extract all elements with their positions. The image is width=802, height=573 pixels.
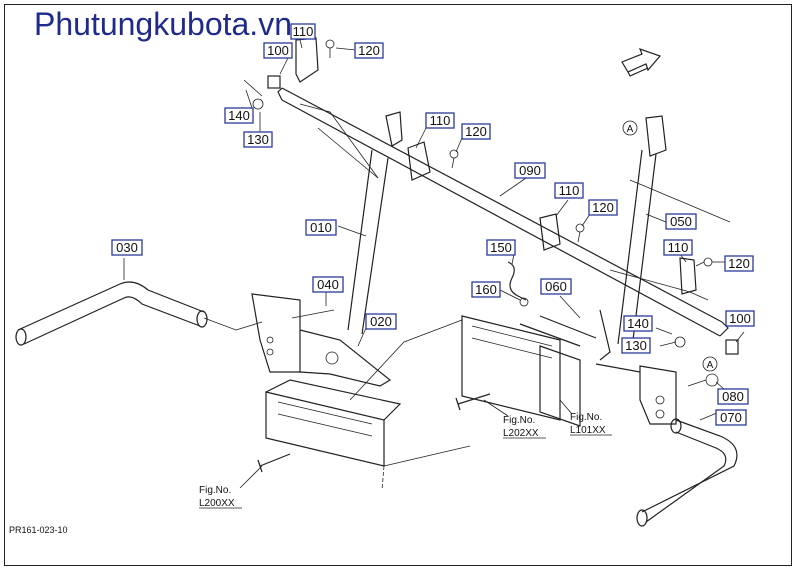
callout-130: 130 <box>243 131 273 148</box>
left-mount-plate <box>251 293 392 387</box>
callout-text: 100 <box>729 311 751 326</box>
callout-110: 110 <box>554 182 584 199</box>
callout-150: 150 <box>486 239 516 256</box>
callout-text: 110 <box>668 240 689 255</box>
watermark-text: Phutungkubota.vn <box>34 6 292 42</box>
callout-text: 150 <box>490 240 512 255</box>
callout-text: 120 <box>728 256 750 271</box>
callout-100: 100 <box>263 42 293 59</box>
leader-lines <box>123 39 745 489</box>
left-bottom-bolt <box>257 453 291 473</box>
figure-ref-line2: L202XX <box>503 428 539 439</box>
callout-text: 110 <box>430 113 451 128</box>
marker-label: A <box>707 360 714 371</box>
callout-120: 120 <box>588 199 618 216</box>
callout-040: 040 <box>312 276 344 293</box>
callout-100: 100 <box>725 310 755 327</box>
callout-110: 110 <box>425 112 455 129</box>
callout-020: 020 <box>365 313 397 330</box>
right-mount-plate <box>595 363 677 425</box>
left-handle-bar <box>15 281 263 346</box>
lock-rod <box>519 315 597 347</box>
callout-text: 110 <box>293 24 314 39</box>
callout-060: 060 <box>540 278 572 295</box>
spring-part <box>507 261 529 307</box>
callout-text: 130 <box>625 338 647 353</box>
callout-text: 050 <box>670 214 692 229</box>
figure-ref-line1: Fig.No. <box>570 412 602 423</box>
callout-160: 160 <box>471 281 501 298</box>
callout-text: 120 <box>358 43 380 58</box>
callout-text: 100 <box>267 43 289 58</box>
callout-090: 090 <box>514 162 546 179</box>
figure-ref-l101: Fig.No. L101XX <box>570 412 612 436</box>
callout-050: 050 <box>665 213 697 230</box>
diagram-code: PR161-023-10 <box>9 525 68 535</box>
callout-130: 130 <box>621 337 651 354</box>
callout-120: 120 <box>461 123 491 140</box>
left-upright-post <box>347 111 403 335</box>
figure-ref-line2: L200XX <box>199 498 235 509</box>
callout-text: 120 <box>592 200 614 215</box>
left-chassis-block <box>265 319 471 491</box>
circle-marker-a-bottom: A <box>702 356 718 372</box>
rops-frame-crossbar <box>277 87 731 337</box>
callout-text: 040 <box>317 277 339 292</box>
callout-text: 010 <box>310 220 332 235</box>
diagram-frame <box>4 4 792 566</box>
direction-arrow-icon <box>621 47 662 77</box>
callout-text: 030 <box>116 240 138 255</box>
circle-marker-a-top: A <box>622 120 638 136</box>
callout-140: 140 <box>224 107 254 124</box>
callout-030: 030 <box>111 239 143 256</box>
callout-010: 010 <box>305 219 337 236</box>
bushing-part <box>267 75 739 355</box>
callout-text: 130 <box>247 132 269 147</box>
callout-110: 110 <box>290 23 316 40</box>
callout-120: 120 <box>724 255 754 272</box>
callout-text: 020 <box>370 314 392 329</box>
callout-110: 110 <box>663 239 693 256</box>
callout-text: 090 <box>519 163 541 178</box>
figure-ref-line1: Fig.No. <box>199 485 231 496</box>
callout-120: 120 <box>354 42 384 59</box>
center-bolt <box>455 393 491 411</box>
callout-140: 140 <box>623 315 653 332</box>
callout-text: 080 <box>722 389 744 404</box>
figure-ref-line2: L101XX <box>570 425 606 436</box>
callout-text: 120 <box>465 124 487 139</box>
right-handle-bar <box>636 418 738 527</box>
callout-text: 060 <box>545 279 567 294</box>
callout-text: 110 <box>559 183 580 198</box>
callout-text: 160 <box>475 282 497 297</box>
callout-text: 070 <box>720 410 742 425</box>
callout-080: 080 <box>717 388 749 405</box>
callout-text: 140 <box>228 108 250 123</box>
marker-label: A <box>627 124 634 135</box>
callout-070: 070 <box>715 409 747 426</box>
center-chassis-block <box>461 315 581 427</box>
figure-ref-l200: Fig.No. L200XX <box>199 485 242 509</box>
callout-text: 140 <box>627 316 649 331</box>
figure-ref-line1: Fig.No. <box>503 415 535 426</box>
figure-ref-l202: Fig.No. L202XX <box>503 415 546 439</box>
